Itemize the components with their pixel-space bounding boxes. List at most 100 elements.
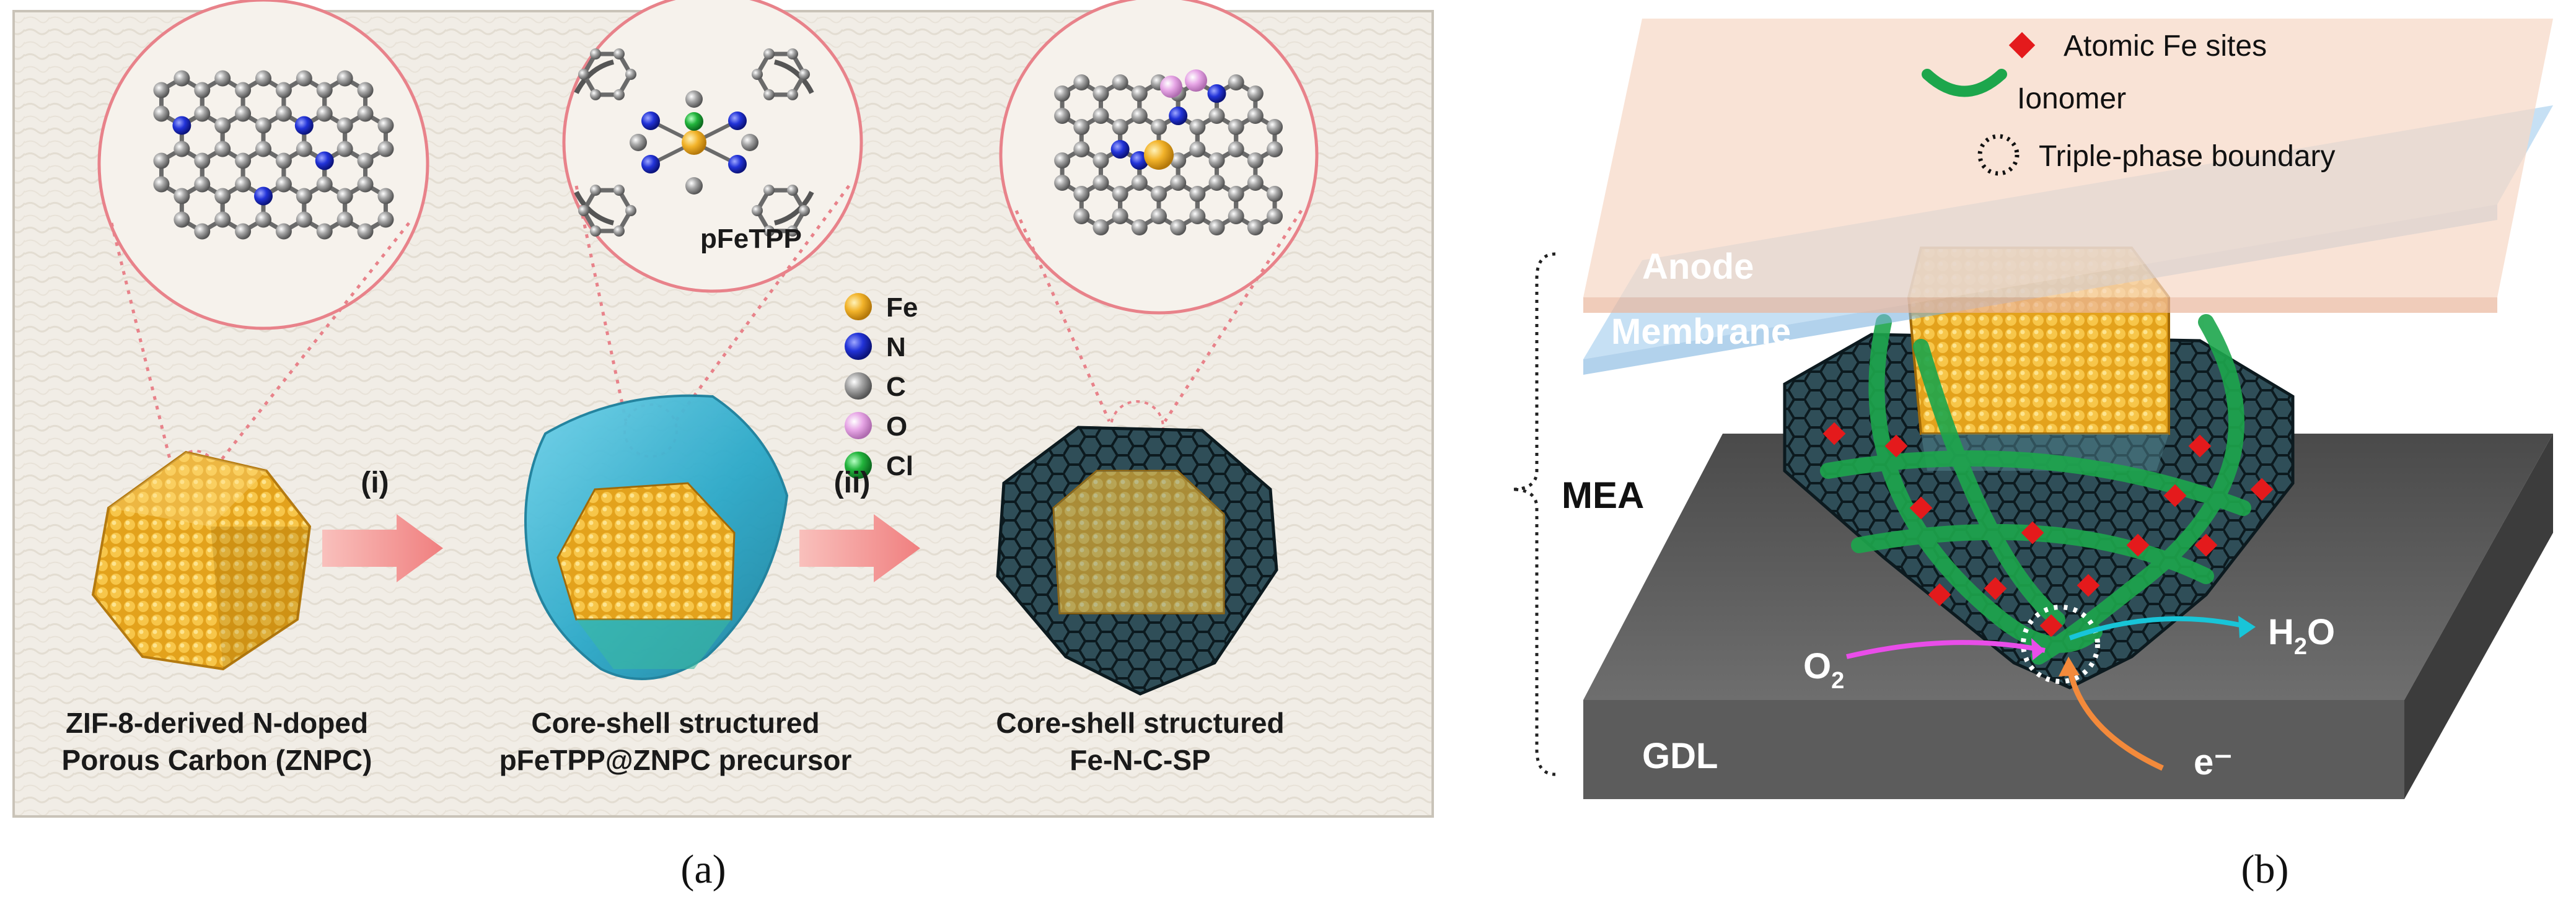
mea-brace	[1511, 252, 1556, 776]
step-ii-label: (ii)	[834, 466, 871, 499]
fe-site-diamond-icon	[2188, 434, 2212, 458]
carbon-atom	[194, 176, 211, 193]
carbon-atom	[235, 152, 252, 169]
carbon-atom	[357, 82, 374, 98]
carbon-atom	[214, 70, 231, 87]
carbon-atom	[214, 141, 231, 157]
carbon-atom	[1131, 175, 1148, 191]
h2o-label: H2O	[2268, 612, 2335, 660]
carbon-atom	[1151, 119, 1167, 135]
legend-atom-cl-icon	[845, 452, 872, 479]
legend-label-fe: Fe	[886, 292, 918, 323]
green-arc-icon	[1922, 69, 2007, 97]
carbon-atom	[763, 89, 775, 100]
nitrogen-atom	[1207, 84, 1226, 103]
carbon-atom	[590, 225, 601, 237]
carbon-atom	[590, 48, 601, 60]
carbon-atom	[1170, 152, 1187, 168]
fe-site-diamond-icon	[1884, 434, 1908, 458]
carbon-atom	[1112, 119, 1128, 135]
carbon-atom	[275, 176, 292, 193]
carbon-atom	[799, 69, 810, 80]
carbon-atom	[194, 105, 211, 122]
carbon-atom	[613, 225, 625, 237]
triple-phase-boundary-marker	[2021, 605, 2100, 684]
carbon-atom	[316, 82, 333, 98]
carbon-atom	[1092, 219, 1109, 235]
carbon-atom	[153, 105, 170, 122]
carbon-atom	[787, 89, 798, 100]
carbon-atom	[1092, 175, 1109, 191]
anode-layer: Anode	[1583, 19, 2553, 313]
o2-label: O2	[1803, 646, 1844, 694]
carbon-atom	[1131, 85, 1148, 102]
fe-n-c-sp-particle	[996, 426, 1278, 696]
carbon-atom	[590, 185, 601, 196]
iron-atom	[682, 130, 706, 155]
carbon-atom	[336, 188, 353, 204]
nitrogen-atom	[1169, 107, 1188, 125]
nitrogen-atom	[728, 112, 747, 130]
legend-atom-o-icon	[845, 412, 872, 439]
pfetpp-molecule	[574, 48, 814, 237]
panel-b-legend: Atomic Fe sites Ionomer Triple-phase bou…	[1922, 30, 2336, 176]
carbon-atom	[1073, 208, 1090, 224]
carbon-atom	[1112, 74, 1128, 90]
sp-caption-line1: Core-shell structured	[996, 707, 1284, 739]
carbon-atom	[255, 117, 271, 134]
fe-site-diamond-icon	[2039, 614, 2063, 637]
carbon-atom	[1247, 175, 1264, 191]
carbon-atom	[194, 82, 211, 98]
h2o-flow-arrow	[2068, 616, 2244, 641]
carbon-atom	[377, 211, 394, 228]
carbon-atom	[1054, 152, 1071, 168]
carbon-atom	[1228, 74, 1244, 90]
carbon-atom	[153, 152, 170, 169]
fe-site-diamond-icon	[2194, 533, 2218, 557]
carbon-atom	[763, 48, 775, 60]
fe-site-diamond-icon	[1984, 577, 2007, 600]
carbon-atom	[1208, 175, 1225, 191]
oxygen-atom	[1185, 69, 1207, 92]
fe-site-diamond-icon	[2163, 484, 2187, 507]
carbon-atom	[174, 188, 190, 204]
nitrogen-atom	[294, 116, 314, 135]
carbon-atom	[1170, 219, 1187, 235]
mea-label: MEA	[1562, 475, 1644, 516]
carbon-atom	[174, 141, 190, 157]
carbon-atom	[578, 69, 589, 80]
carbon-atom	[763, 185, 775, 196]
carbon-atom	[1247, 108, 1264, 124]
carbon-atom	[1267, 119, 1283, 135]
sp-caption-line2: Fe-N-C-SP	[1070, 744, 1210, 776]
carbon-atom	[296, 70, 312, 87]
carbon-atom	[255, 141, 271, 157]
carbon-atom	[357, 152, 374, 169]
carbon-atom	[1189, 119, 1206, 135]
nitrogen-atom	[641, 112, 660, 130]
carbon-atom	[1247, 152, 1264, 168]
znpc-particle	[91, 450, 312, 671]
carbon-atom	[194, 152, 211, 169]
carbon-atom	[235, 82, 252, 98]
carbon-atom	[1228, 119, 1244, 135]
legend-label-c: C	[886, 372, 906, 402]
carbon-atom	[1267, 186, 1283, 202]
carbon-atom	[235, 223, 252, 240]
carbon-atom	[1073, 119, 1090, 135]
carbon-atom	[613, 89, 625, 100]
carbon-atom	[1112, 186, 1128, 202]
carbon-atom	[275, 223, 292, 240]
panel-b-caption: (b)	[2241, 847, 2289, 892]
n-doped-carbon-molecule	[153, 70, 394, 240]
gdl-label: GDL	[1642, 736, 1718, 776]
carbon-atom	[1131, 219, 1148, 235]
carbon-atom	[578, 205, 589, 216]
carbon-atom	[255, 70, 271, 87]
carbon-atom	[275, 152, 292, 169]
carbon-atom	[377, 117, 394, 134]
carbon-atom	[296, 141, 312, 157]
carbon-atom	[1151, 186, 1167, 202]
carbon-atom	[799, 205, 810, 216]
